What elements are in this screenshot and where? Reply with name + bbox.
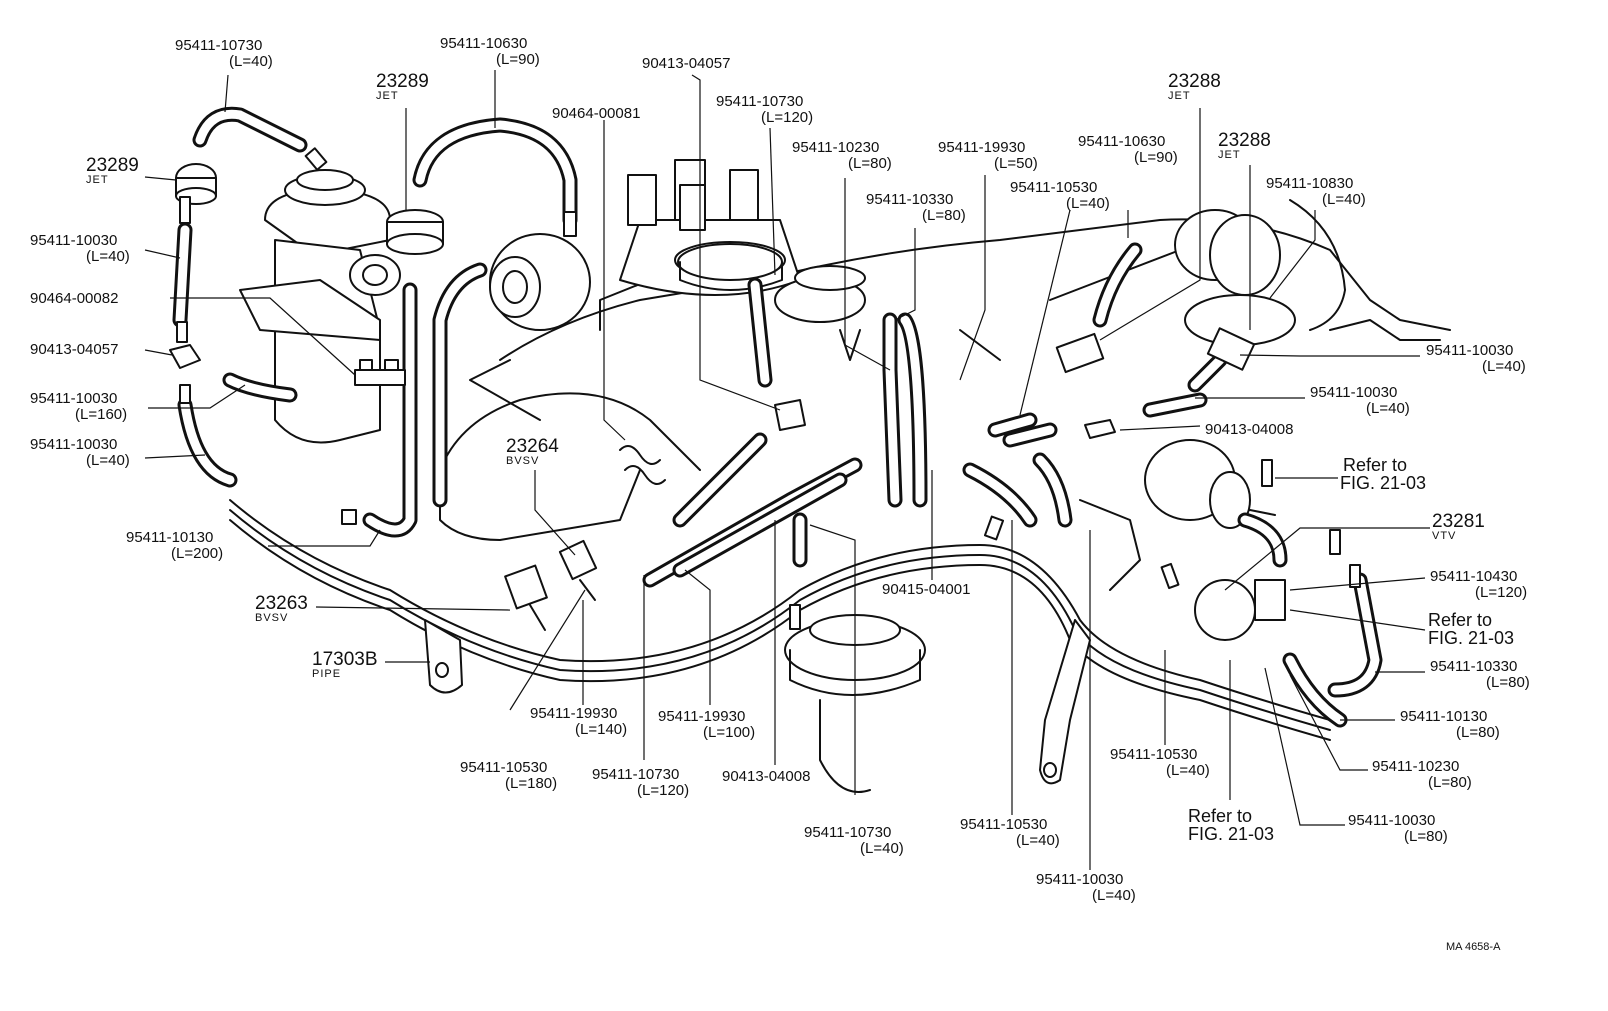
hose-stubs <box>176 147 1361 630</box>
label-95411-10030-b: 95411-10030(L=160) <box>30 390 128 423</box>
label-95411-10530-a: 95411-10530(L=40) <box>1010 179 1110 212</box>
label-95411-10030-f: 95411-10030(L=80) <box>1348 812 1448 845</box>
label-95411-10530-b: 95411-10530(L=180) <box>460 759 558 792</box>
label-95411-10730-d: 95411-10730(L=40) <box>804 824 904 857</box>
jet-23288-lower <box>1206 327 1256 371</box>
jet-23289-left <box>175 163 217 205</box>
egr-modulator-right <box>1144 439 1276 529</box>
label-90413-04057-a: 90413-04057 <box>642 55 731 72</box>
label-90413-04008-b: 90413-04008 <box>722 768 811 785</box>
tee-fittings <box>169 344 1116 439</box>
label-95411-10030-e: 95411-10030(L=40) <box>1310 384 1410 417</box>
label-90464-00081: 90464-00081 <box>552 105 641 122</box>
label-95411-10530-d: 95411-10530(L=40) <box>960 816 1060 849</box>
bvsv-23263 <box>504 564 548 631</box>
label-95411-10030-g: 95411-10030(L=40) <box>1036 871 1136 904</box>
oil-cap <box>677 243 783 291</box>
egr-body <box>239 169 401 444</box>
hose-runs <box>172 106 1383 728</box>
label-95411-10730-a: 95411-10730(L=40) <box>175 37 273 70</box>
label-95411-10330-b: 95411-10330(L=80) <box>1430 658 1530 691</box>
clip-90464-00082 <box>354 359 406 386</box>
label-95411-10630-a: 95411-10630(L=90) <box>440 35 540 68</box>
jet-23288-upper <box>1055 332 1105 374</box>
label-95411-10830: 95411-10830(L=40) <box>1266 175 1366 208</box>
label-90413-04008-a: 90413-04008 <box>1205 421 1294 438</box>
vacuum-diaphragm-left <box>489 233 591 331</box>
label-95411-10430: 95411-10430(L=120) <box>1430 568 1528 601</box>
label-95411-10030-a: 95411-10030(L=40) <box>30 232 130 265</box>
vacuum-canister-center <box>774 265 866 361</box>
label-90464-00082: 90464-00082 <box>30 290 119 307</box>
label-95411-19930-b: 95411-19930(L=140) <box>530 705 628 738</box>
pipe-bracket-center <box>1039 619 1091 785</box>
label-90415-04001: 90415-04001 <box>882 581 971 598</box>
jet-23289-center <box>386 209 444 255</box>
vacuum-diaphragm-right <box>1174 209 1296 346</box>
clip-90464-00081 <box>619 445 666 485</box>
label-95411-10130-a: 95411-10130(L=80) <box>1400 708 1500 741</box>
label-95411-10130-b: 95411-10130(L=200) <box>126 529 224 562</box>
label-95411-10530-c: 95411-10530(L=40) <box>1110 746 1210 779</box>
label-95411-10030-d: 95411-10030(L=40) <box>1426 342 1526 375</box>
figure-code: MA 4658-A <box>1446 941 1501 953</box>
label-95411-10730-c: 95411-10730(L=120) <box>592 766 690 799</box>
label-90413-04057-b: 90413-04057 <box>30 341 119 358</box>
label-95411-10330-a: 95411-10330(L=80) <box>866 191 966 224</box>
bvsv-23264 <box>558 539 598 601</box>
label-95411-19930-a: 95411-19930(L=50) <box>938 139 1038 172</box>
label-95411-19930-c: 95411-19930(L=100) <box>658 708 756 741</box>
label-95411-10230-b: 95411-10230(L=80) <box>1372 758 1472 791</box>
pipe-17303b <box>229 499 1331 741</box>
pipe-bracket-left <box>424 619 463 694</box>
label-95411-10030-c: 95411-10030(L=40) <box>30 436 130 469</box>
label-95411-10730-b: 95411-10730(L=120) <box>716 93 814 126</box>
label-95411-10630-b: 95411-10630(L=90) <box>1078 133 1178 166</box>
label-95411-10230-a: 95411-10230(L=80) <box>792 139 892 172</box>
vtv-valve <box>1194 579 1286 641</box>
